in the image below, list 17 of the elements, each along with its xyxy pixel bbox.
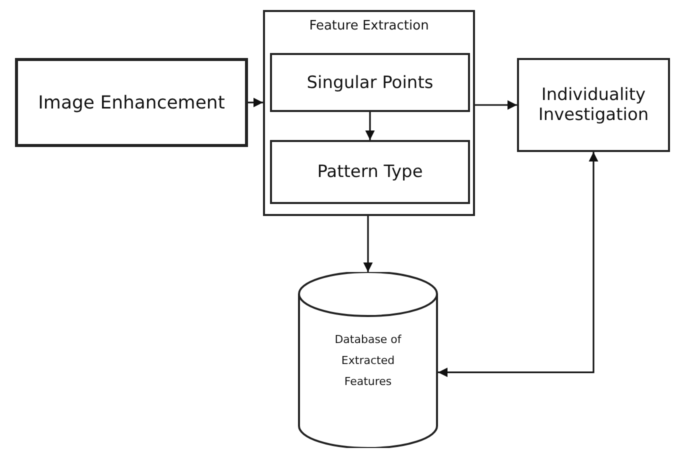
arrow bbox=[248, 98, 263, 108]
database-cylinder bbox=[298, 272, 438, 448]
node-label: Database of Extracted Features bbox=[334, 332, 402, 390]
process-box bbox=[15, 58, 248, 147]
arrow bbox=[363, 216, 373, 272]
group-heading: Feature Extraction bbox=[308, 18, 430, 34]
arrow bbox=[365, 112, 375, 140]
arrow bbox=[475, 100, 517, 110]
node-label: Image Enhancement bbox=[37, 92, 226, 113]
process-box bbox=[270, 140, 470, 204]
group-box bbox=[263, 10, 475, 216]
process-box bbox=[517, 58, 670, 152]
arrow bbox=[438, 152, 598, 378]
node-label: Singular Points bbox=[306, 72, 434, 92]
node-label: Individuality Investigation bbox=[537, 85, 650, 125]
node-label: Pattern Type bbox=[316, 162, 424, 182]
process-box bbox=[270, 53, 470, 112]
